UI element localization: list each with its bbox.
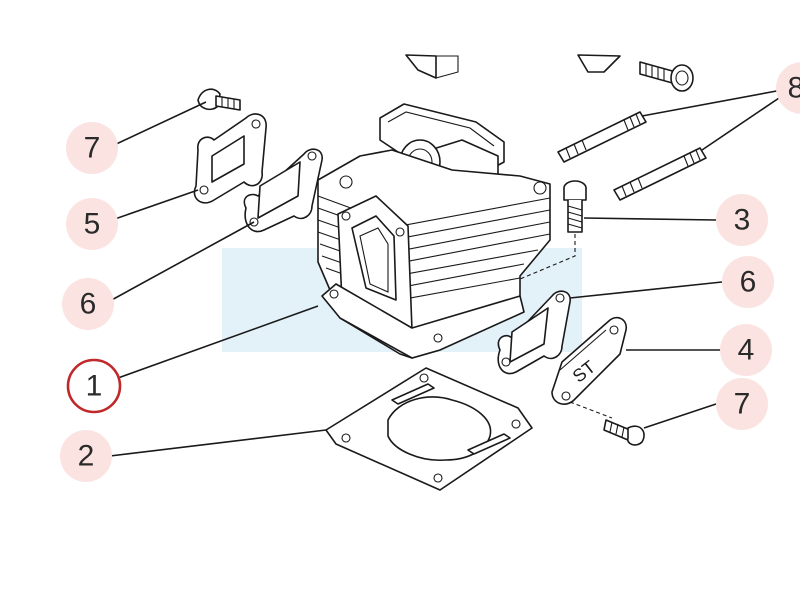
part-8-stud-lower [613, 147, 707, 201]
callout-3[interactable]: 3 [716, 194, 768, 246]
callout-label: 3 [734, 204, 751, 237]
callout-1-selected[interactable]: 1 [66, 358, 122, 414]
callout-label: 2 [78, 440, 95, 473]
callout-label: 8 [788, 72, 800, 105]
callout-label: 4 [738, 334, 755, 367]
part-6-gasket-right [497, 290, 571, 375]
callout-2[interactable]: 2 [60, 430, 112, 482]
callout-8[interactable]: 8 [776, 62, 800, 114]
part-7-screw-lower [603, 419, 645, 446]
callout-4[interactable]: 4 [720, 324, 772, 376]
part-2-base-gasket [325, 367, 533, 491]
top-left-partial-part [405, 54, 459, 79]
callout-label: 7 [734, 388, 751, 421]
callout-5[interactable]: 5 [66, 198, 118, 250]
part-3-screw [469, 180, 587, 301]
callout-label: 7 [84, 132, 101, 165]
top-right-partial-part [577, 54, 621, 73]
callout-label: 5 [84, 208, 101, 241]
leader-lines [107, 89, 783, 457]
callout-6-right[interactable]: 6 [722, 256, 774, 308]
callout-7-lower[interactable]: 7 [716, 378, 768, 430]
part-8-bolt [639, 61, 694, 92]
callout-label: 6 [740, 266, 757, 299]
part-5-flange [193, 113, 267, 204]
part-1-cylinder [317, 103, 551, 359]
part-7-screw-upper [197, 88, 241, 111]
callout-7-upper[interactable]: 7 [66, 122, 118, 174]
callout-label: 1 [86, 370, 103, 403]
callout-label: 6 [80, 288, 97, 321]
part-4-cover-plate: ST [551, 316, 628, 419]
part-8-stud-upper [557, 111, 647, 163]
part-6-gasket-left [243, 148, 323, 233]
callout-6-left[interactable]: 6 [62, 278, 114, 330]
